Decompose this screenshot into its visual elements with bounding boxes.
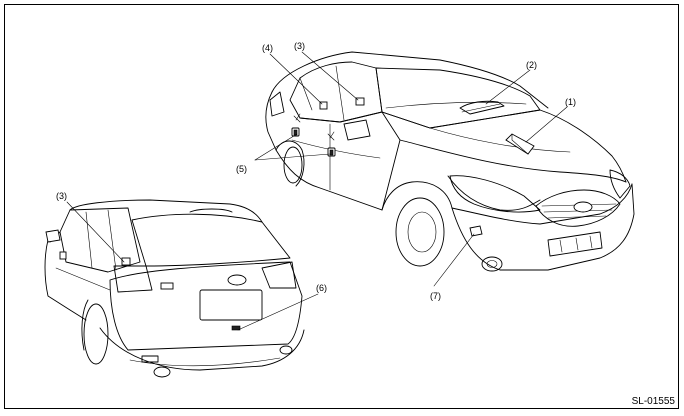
label-6: (6): [316, 283, 327, 293]
rear-view-car: [44, 199, 305, 378]
diagram-frame: [4, 4, 679, 409]
leader-lines: [66, 51, 568, 331]
front-view-car: [265, 51, 635, 272]
diagram-code: SL-01555: [631, 396, 675, 407]
label-2: (2): [526, 60, 537, 70]
label-7: (7): [430, 291, 441, 301]
label-1: (1): [565, 97, 576, 107]
label-5: (5): [236, 164, 247, 174]
label-4: (4): [262, 43, 273, 53]
label-3-front: (3): [294, 41, 305, 51]
callout-labels: (1) (2) (3) (3) (4) (5) (6) (7): [56, 41, 576, 301]
label-3-rear: (3): [56, 191, 67, 201]
